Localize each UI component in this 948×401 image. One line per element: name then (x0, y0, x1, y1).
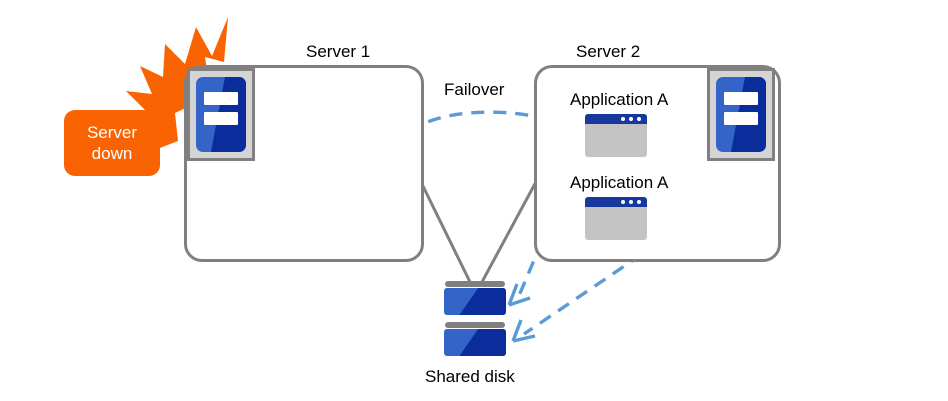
application-window-icon[interactable] (585, 197, 647, 240)
shared-disk-icon[interactable] (444, 281, 506, 359)
window-dot-icon (637, 200, 641, 204)
server1-title: Server 1 (306, 42, 371, 61)
window-dot-icon (629, 117, 633, 121)
application-window-icon[interactable] (585, 114, 647, 157)
failover-label: Failover (444, 80, 505, 99)
server-icon (707, 68, 775, 161)
server-disk-connection-line-icon (480, 179, 539, 283)
disk-cap (445, 322, 505, 328)
application-a-label-2: Application A (570, 173, 669, 192)
application-a-label-1: Application A (570, 90, 669, 109)
window-dot-icon (621, 200, 625, 204)
window-dot-icon (637, 117, 641, 121)
shared-disk-label: Shared disk (425, 367, 515, 386)
server-icon-bar (204, 111, 238, 125)
server-down-line-1: Server (86, 123, 138, 142)
server-icon (187, 68, 255, 161)
disk-slab (444, 288, 506, 315)
failover-dashed-arrow-icon (407, 110, 550, 134)
disk-slab (444, 329, 506, 356)
application-window-titlebar (585, 114, 647, 124)
disk-access-arrow-head-icon (511, 319, 536, 343)
server-disk-connection-line-icon (418, 179, 472, 283)
application-window-titlebar (585, 197, 647, 207)
status-badge-server-down: Server down (64, 110, 160, 176)
window-dot-icon (629, 200, 633, 204)
server2-title: Server 2 (576, 42, 641, 61)
server-icon-bar (724, 111, 758, 125)
server-icon-bar (204, 92, 238, 105)
disk-cap (445, 281, 505, 287)
disk-access-arrow-head-icon (507, 283, 531, 307)
server-down-line-2: down (91, 144, 133, 163)
window-dot-icon (621, 117, 625, 121)
server-icon-bar (724, 92, 758, 105)
